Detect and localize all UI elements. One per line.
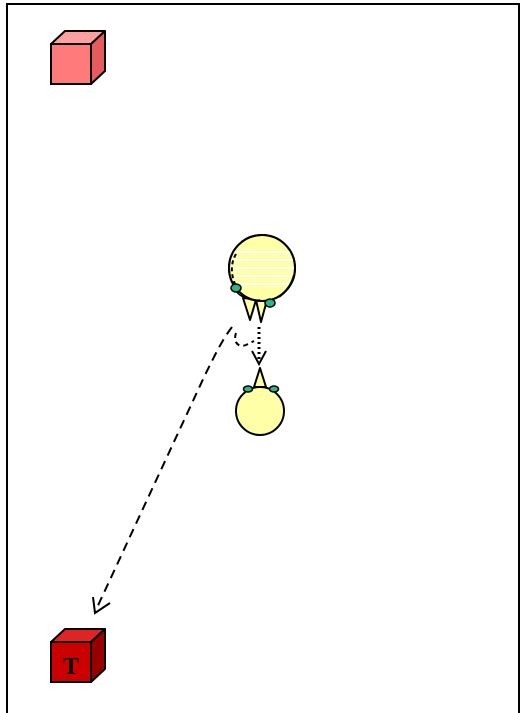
dashed-hook (235, 333, 254, 346)
follower-agent-left-hand (244, 386, 253, 392)
target-cube-label: T (63, 654, 79, 680)
target-cube-icon[interactable]: T (51, 629, 105, 682)
follower-agent-right-hand (270, 386, 279, 392)
lead-agent-left-hand (231, 284, 241, 292)
lead-agent-right-hand (265, 299, 275, 307)
follower-agent-icon[interactable] (236, 368, 284, 435)
dashed-arrow-to-target (93, 327, 232, 613)
lead-agent-icon[interactable] (229, 235, 295, 322)
source-cube-icon[interactable] (51, 31, 105, 84)
dotted-arrow-to-follower (252, 327, 266, 364)
